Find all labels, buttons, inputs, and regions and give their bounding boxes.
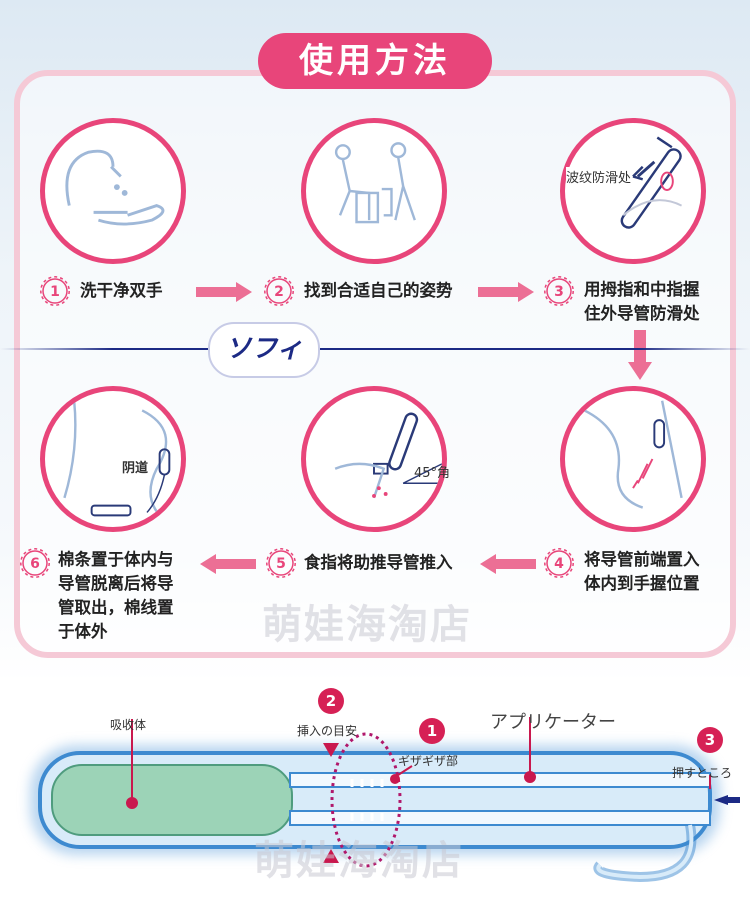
step4-line2: 体内到手握位置 (584, 574, 700, 593)
watermark-bottom: 萌娃海淘店 (254, 838, 464, 884)
tampon-position-icon (63, 400, 171, 519)
insert-guide-label: 挿入の目安 (297, 724, 358, 738)
arrow-down-icon (628, 330, 652, 380)
step3-text: 用拇指和中指握 住外导管防滑处 (584, 278, 700, 326)
grip-label: 波纹防滑处 (566, 167, 632, 186)
brand-divider (0, 348, 750, 350)
step6-line1: 棉条置于体内与 (58, 550, 174, 569)
step2-badge-icon: 2 (264, 276, 294, 306)
diagram-number-2: 2 (318, 688, 344, 714)
step1-illustration (40, 118, 186, 264)
step4-text: 将导管前端置入 体内到手握位置 (584, 548, 700, 596)
page-title: 使用方法 (258, 33, 492, 89)
grip-part-label: ギザギザ部 (398, 754, 459, 768)
diagram-number-3: 3 (697, 727, 723, 753)
step1-badge-icon: 1 (40, 276, 70, 306)
step6-line3: 管取出，棉线置 (58, 598, 174, 617)
step6-badge-icon: 6 (20, 548, 50, 578)
push-applicator-icon (334, 412, 442, 499)
brand-logo: ソフィ (208, 322, 320, 378)
applicator-label: アプリケーター (490, 712, 616, 733)
svg-text:3: 3 (554, 284, 564, 300)
step3-badge-icon: 3 (544, 276, 574, 306)
push-arrow-icon (714, 795, 728, 805)
arrow-right-icon (478, 282, 534, 302)
absorbent-label: 吸收体 (110, 718, 147, 732)
diagram-number-1: 1 (419, 718, 445, 744)
step4-illustration (560, 386, 706, 532)
step5-text: 食指将助推导管推入 (304, 553, 453, 572)
insert-applicator-icon (583, 400, 683, 509)
step3-illustration (560, 118, 706, 264)
vagina-label: 阴道 (122, 461, 149, 476)
step1-text: 洗干净双手 (80, 281, 163, 300)
angle-label: 45°角 (414, 466, 451, 481)
arrow-left-icon (480, 554, 536, 574)
posture-icon (334, 142, 416, 224)
step3-line2: 住外导管防滑处 (584, 304, 700, 323)
push-here-label: 押すところ (672, 766, 733, 780)
step3-line1: 用拇指和中指握 (584, 280, 700, 299)
top-triangle-icon (323, 743, 339, 757)
step5-badge-icon: 5 (266, 548, 296, 578)
step4-line1: 将导管前端置入 (584, 550, 700, 569)
step5-illustration (301, 386, 447, 532)
step6-illustration (40, 386, 186, 532)
svg-text:1: 1 (50, 284, 60, 300)
svg-text:2: 2 (274, 284, 284, 300)
tampon-diagram (30, 717, 740, 883)
arrow-right-icon (196, 282, 252, 302)
hand-wash-icon (65, 149, 165, 226)
step6-line4: 于体外 (58, 622, 108, 641)
step2-illustration (301, 118, 447, 264)
svg-text:5: 5 (276, 556, 286, 572)
step4-badge-icon: 4 (544, 548, 574, 578)
arrow-left-icon (200, 554, 256, 574)
svg-text:4: 4 (554, 556, 564, 572)
bottom-triangle-icon (323, 849, 339, 863)
svg-text:6: 6 (30, 556, 40, 572)
watermark: 萌娃海淘店 (262, 602, 472, 648)
step6-text: 棉条置于体内与 导管脱离后将导 管取出，棉线置 于体外 (58, 548, 174, 644)
applicator-grip-icon (620, 136, 683, 229)
step2-text: 找到合适自己的姿势 (304, 281, 453, 300)
step6-line2: 导管脱离后将导 (58, 574, 174, 593)
